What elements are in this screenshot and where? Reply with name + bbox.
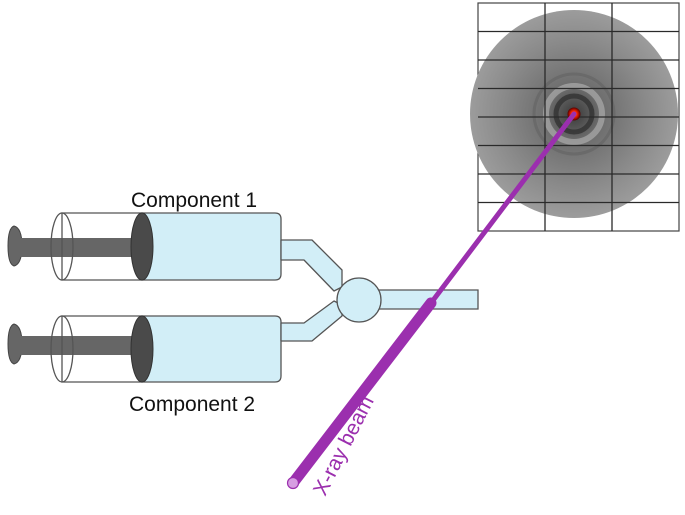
syringe-2-plunger-head — [130, 315, 154, 383]
beam-thin-segment — [428, 111, 577, 306]
syringe-1-liquid — [141, 212, 282, 281]
syringe-2-liquid — [141, 315, 282, 383]
label-component-1: Component 1 — [131, 189, 257, 212]
beam-thick-segment — [287, 297, 437, 489]
syringe-component-2 — [7, 315, 282, 383]
syringe-2-barrel-rim — [50, 315, 74, 383]
mixing-tubing — [280, 239, 479, 342]
syringe-2-plunger-rod — [14, 336, 136, 355]
tube-from-syringe-1 — [280, 239, 343, 292]
syringe-1-barrel-rim — [50, 212, 74, 281]
syringe-component-1 — [7, 212, 282, 281]
xray-beam — [286, 111, 577, 490]
mixing-chamber — [336, 277, 382, 323]
beam-source-end — [286, 476, 300, 490]
detector-grid — [478, 3, 679, 231]
label-component-2: Component 2 — [129, 393, 255, 416]
tube-from-syringe-2 — [280, 300, 343, 342]
syringe-1-plunger-rod — [14, 238, 136, 257]
diffraction-rings — [532, 72, 616, 156]
syringe-1-plunger-head — [130, 212, 154, 281]
